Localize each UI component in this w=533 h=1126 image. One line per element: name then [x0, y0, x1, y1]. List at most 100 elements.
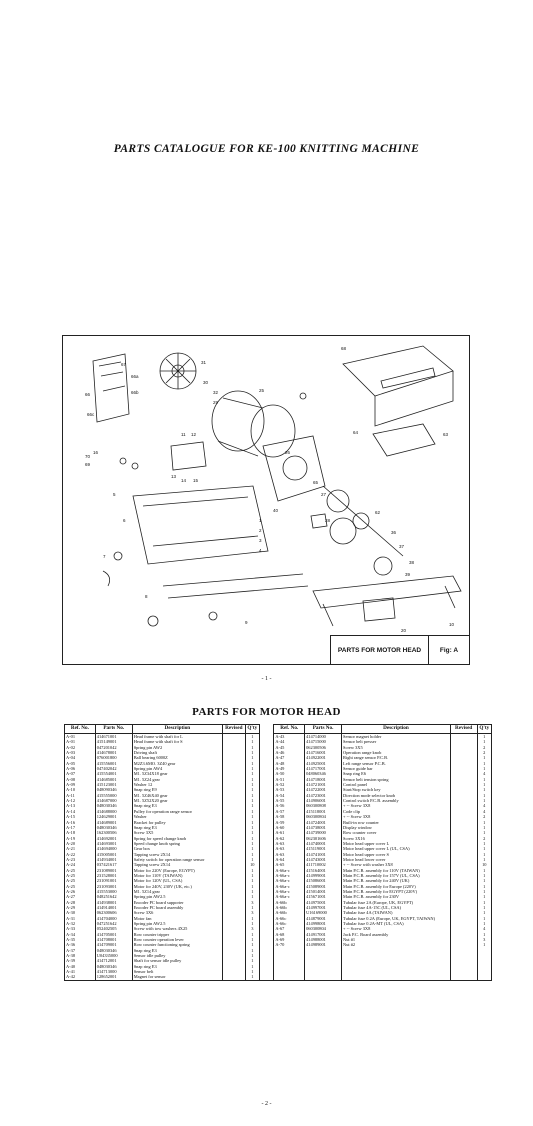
callout-label: 39: [405, 572, 411, 577]
table-cell: 1: [244, 782, 260, 788]
table-cell: Speed change knob spring: [131, 840, 224, 847]
col-header: Parts No.: [94, 724, 133, 734]
table-cell: 414925001: [304, 760, 343, 767]
table-cell: Motor head lower cover: [341, 856, 451, 863]
page-number: - 2 -: [261, 1101, 272, 1107]
table-cell: Main P.C.B. assembly for 157V (UL, CSA): [341, 872, 451, 879]
table-cell: 1: [244, 878, 260, 884]
callout-label: 14: [181, 478, 187, 483]
table-cell: 1: [244, 947, 260, 954]
callout-label: 15: [193, 478, 199, 483]
callout-label: 37: [399, 544, 405, 549]
table-cell: 414715000: [304, 739, 343, 745]
table-cell: 415119001: [304, 846, 343, 852]
table-cell: 1: [476, 899, 493, 905]
callout-label: 64: [353, 430, 359, 435]
table-cell: 1: [244, 755, 260, 761]
table-cell: Safety switch for operation range sensor: [131, 856, 224, 863]
callout-label: 66: [85, 392, 91, 397]
table-cell: 4: [476, 808, 493, 815]
table-cell: [476, 947, 493, 954]
table-cell: Motor head upper cover L: [341, 840, 451, 847]
table-cell: [304, 947, 343, 954]
table-cell: Main P.C.B. assembly for 240V (UK): [341, 878, 451, 884]
table-cell: 1: [476, 878, 493, 884]
callout-label: 28: [325, 518, 331, 523]
table-cell: 060300804: [304, 814, 343, 820]
table-cell: 414724001: [304, 819, 343, 825]
table-cell: 128652001: [94, 974, 133, 981]
table-cell: 414975001: [304, 899, 343, 905]
table-cell: [304, 974, 343, 981]
table-cell: 062300506: [304, 744, 343, 751]
table-cell: Screw 3X6: [131, 910, 224, 916]
table-cell: 1: [476, 824, 493, 831]
table-cell: Washer: [131, 814, 224, 820]
table-cell: 414988001: [304, 937, 343, 943]
table-cell: 414723001: [304, 792, 343, 799]
table-cell: 415164001: [304, 867, 343, 873]
table-cell: 414917001: [304, 931, 343, 938]
table-cell: 1: [244, 921, 260, 927]
table-cell: Sensor magnet holder: [341, 733, 451, 740]
col-header: Ref. No.: [273, 724, 306, 734]
callout-label: 16: [93, 450, 99, 455]
table-cell: Jack P.C. Board assembly: [341, 931, 451, 938]
table-cell: 1: [476, 846, 493, 852]
parts-table: Ref. No. Parts No. Description Revised Q…: [64, 724, 493, 981]
col-header: Ref. No.: [64, 724, 96, 734]
table-cell: [341, 974, 451, 981]
table-cell: 1: [244, 803, 260, 809]
col-header: Q'ty: [244, 724, 260, 734]
table-cell: 1: [244, 856, 260, 863]
table-cell: [273, 974, 306, 981]
table-cell: 4: [476, 803, 493, 809]
table-cell: 1: [244, 846, 260, 852]
table-cell: 060300808: [304, 803, 343, 809]
table-cell: Main P.C.B. assembly for EGYPT (220V): [341, 888, 451, 895]
table-cell: 415014001: [304, 888, 343, 895]
table-cell: 2: [476, 835, 493, 841]
table-cell: 414999001: [304, 872, 343, 879]
callout-label: 32: [213, 390, 219, 395]
callout-label: 2: [259, 528, 262, 533]
table-cell: 1: [244, 958, 260, 964]
table-cell: Screw 3X5: [131, 830, 224, 836]
table-cell: 1: [476, 915, 493, 922]
col-header: Parts No.: [304, 724, 343, 734]
table-cell: Tubular fuse 4A-15C (UL, CSA): [341, 905, 451, 911]
table-cell: M1. 5Z14 gear: [131, 888, 224, 895]
table-cell: 1: [244, 744, 260, 751]
table-cell: Tubular fuse 0.2A-MT (UL, CSA): [341, 921, 451, 927]
table-cell: Row counter operation lever: [131, 937, 224, 943]
table-cell: Snap ring E6: [341, 771, 451, 777]
table-cell: Motor for 240V, 230V (UK, etc.): [131, 883, 224, 889]
table-cell: M2Z3.6MO. 3Z40 gear: [131, 760, 224, 767]
table-cell: 1: [244, 851, 260, 857]
table-cell: 4: [476, 771, 493, 777]
table-cell: [304, 969, 343, 975]
table-cell: 048060346: [304, 771, 343, 777]
table-cell: 1: [476, 931, 493, 938]
table-cell: 414743001: [304, 856, 343, 863]
table-cell: Head frame with shaft for S: [131, 739, 224, 745]
table-cell: 1: [244, 835, 260, 841]
table-cell: Driving shaft: [131, 750, 224, 756]
table-cell: 1: [244, 814, 260, 820]
